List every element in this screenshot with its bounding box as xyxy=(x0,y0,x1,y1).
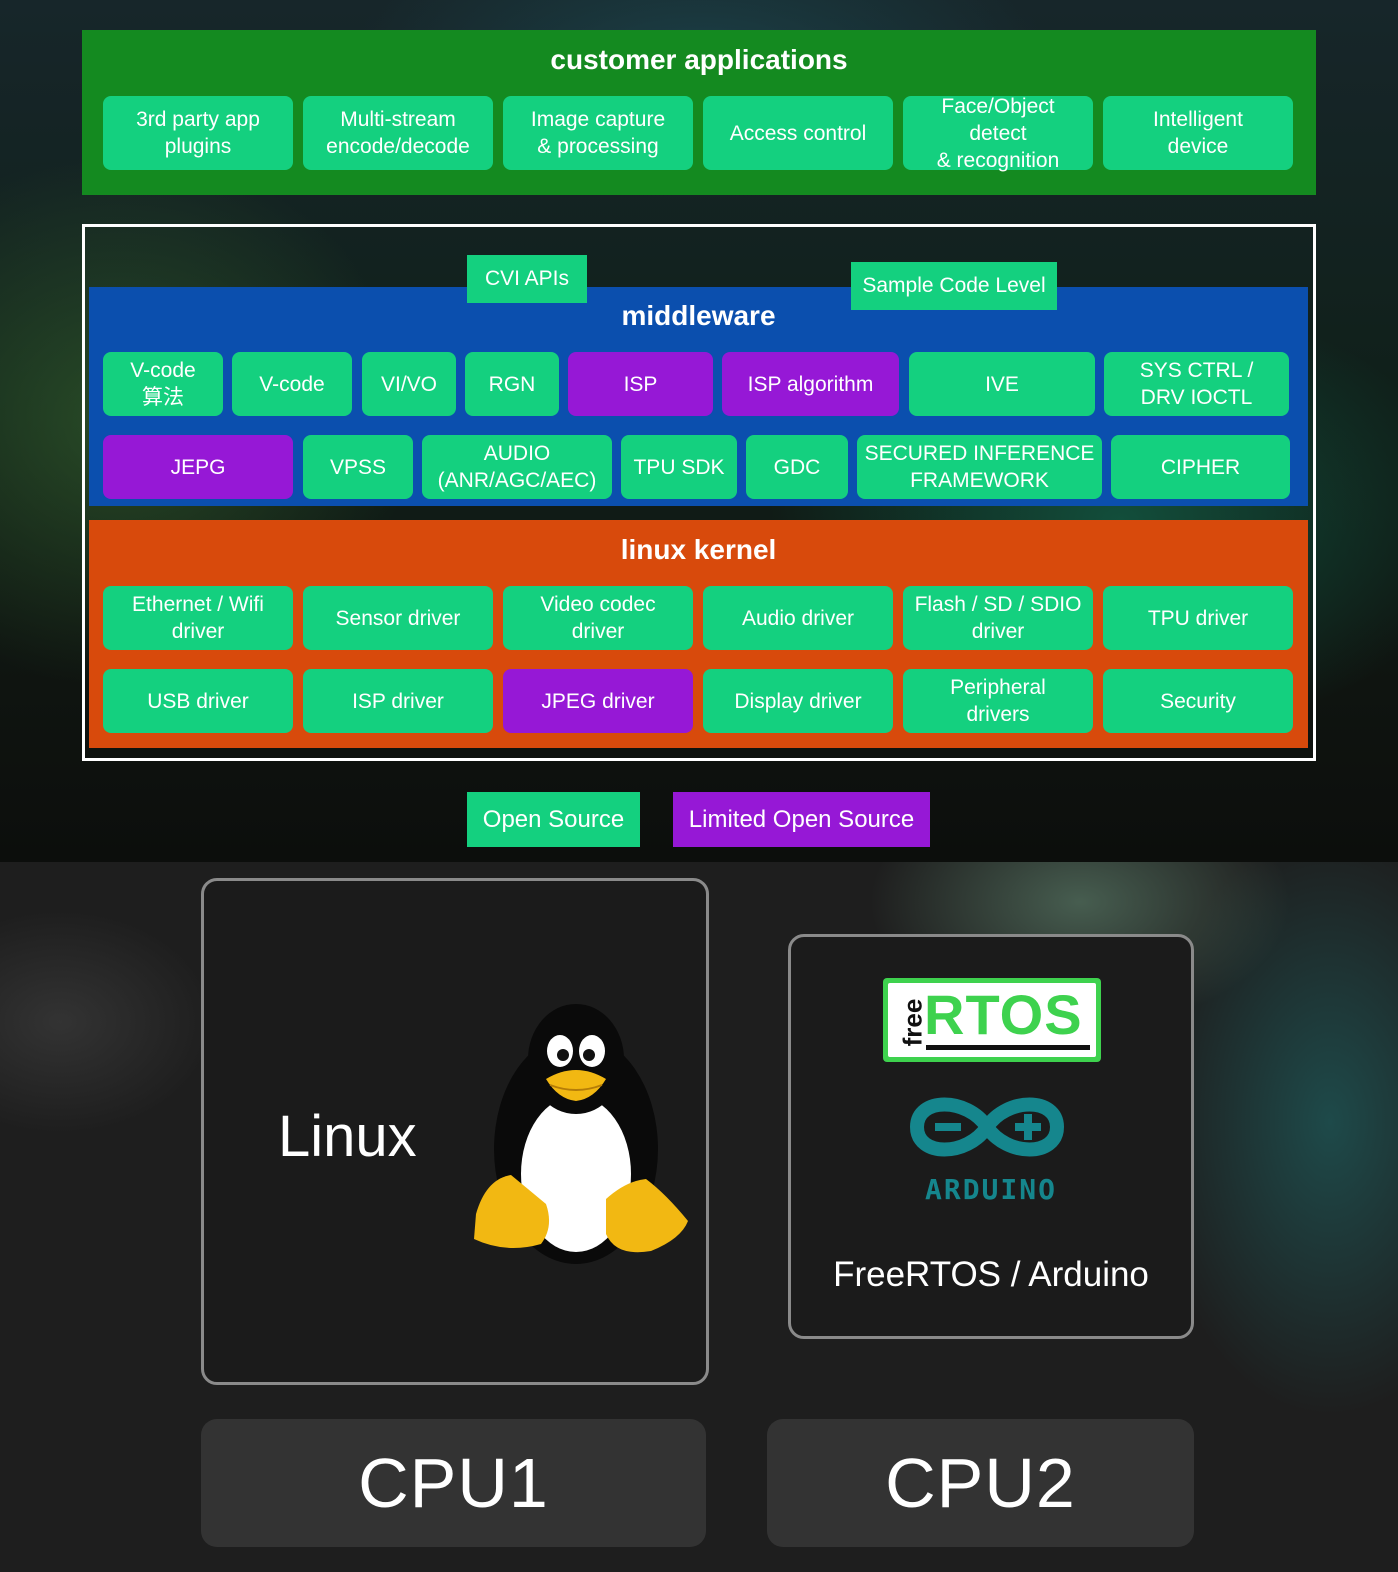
module-box: CIPHER xyxy=(1111,435,1290,499)
module-box: IVE xyxy=(909,352,1095,416)
module-box: SECURED INFERENCE FRAMEWORK xyxy=(857,435,1102,499)
cpu1-box: CPU1 xyxy=(201,1419,706,1547)
module-box: ISP algorithm xyxy=(722,352,899,416)
freertos-logo-icon: free RTOS xyxy=(883,978,1101,1062)
module-box: Display driver xyxy=(703,669,893,733)
module-box: Multi-stream encode/decode xyxy=(303,96,493,170)
linux-kernel-title: linux kernel xyxy=(620,534,777,565)
module-box: V-code 算法 xyxy=(103,352,223,416)
module-box: Peripheral drivers xyxy=(903,669,1093,733)
module-box: Flash / SD / SDIO driver xyxy=(903,586,1093,650)
module-box: JPEG driver xyxy=(503,669,693,733)
module-box: Security xyxy=(1103,669,1293,733)
module-box: TPU SDK xyxy=(621,435,737,499)
customer-applications-title: customer applications xyxy=(550,44,848,75)
cpu2-box: CPU2 xyxy=(767,1419,1194,1547)
module-box: ISP driver xyxy=(303,669,493,733)
module-box: 3rd party app plugins xyxy=(103,96,293,170)
linux-label: Linux xyxy=(278,1104,417,1169)
arduino-logo-icon xyxy=(909,1097,1065,1157)
module-box: SYS CTRL / DRV IOCTL xyxy=(1104,352,1289,416)
module-box: VI/VO xyxy=(362,352,456,416)
module-box: TPU driver xyxy=(1103,586,1293,650)
stack-outline xyxy=(82,224,1316,761)
module-box: Video codec driver xyxy=(503,586,693,650)
middleware-title: middleware xyxy=(621,300,776,331)
module-box: Ethernet / Wifi driver xyxy=(103,586,293,650)
module-box: RGN xyxy=(465,352,559,416)
freertos-arduino-card: free RTOS ARDUINO FreeRTOS / Arduino xyxy=(788,934,1194,1339)
module-box: Face/Object detect & recognition xyxy=(903,95,1093,172)
sample-code-level-tag: Sample Code Level xyxy=(851,262,1057,310)
module-box: GDC xyxy=(746,435,848,499)
legend-limited-open-source: Limited Open Source xyxy=(673,792,930,847)
module-box: V-code xyxy=(232,352,352,416)
module-box: Audio driver xyxy=(703,586,893,650)
module-box: Intelligent device xyxy=(1103,96,1293,170)
freertos-rtos-text: RTOS xyxy=(924,983,1083,1046)
module-box: Sensor driver xyxy=(303,586,493,650)
freertos-underline xyxy=(926,1045,1090,1050)
legend-open-source: Open Source xyxy=(467,792,640,847)
module-box: Image capture & processing xyxy=(503,96,693,170)
freertos-arduino-label: FreeRTOS / Arduino xyxy=(833,1255,1149,1294)
module-box: AUDIO (ANR/AGC/AEC) xyxy=(422,435,612,499)
linux-os-card: Linux xyxy=(201,878,709,1385)
module-box: VPSS xyxy=(303,435,413,499)
cvi-apis-tag: CVI APIs xyxy=(467,255,587,303)
module-box: USB driver xyxy=(103,669,293,733)
module-box: JEPG xyxy=(103,435,293,499)
module-box: Access control xyxy=(703,96,893,170)
arduino-label: ARDUINO xyxy=(924,1173,1057,1206)
module-box: ISP xyxy=(568,352,713,416)
tux-penguin-icon xyxy=(474,1004,688,1264)
